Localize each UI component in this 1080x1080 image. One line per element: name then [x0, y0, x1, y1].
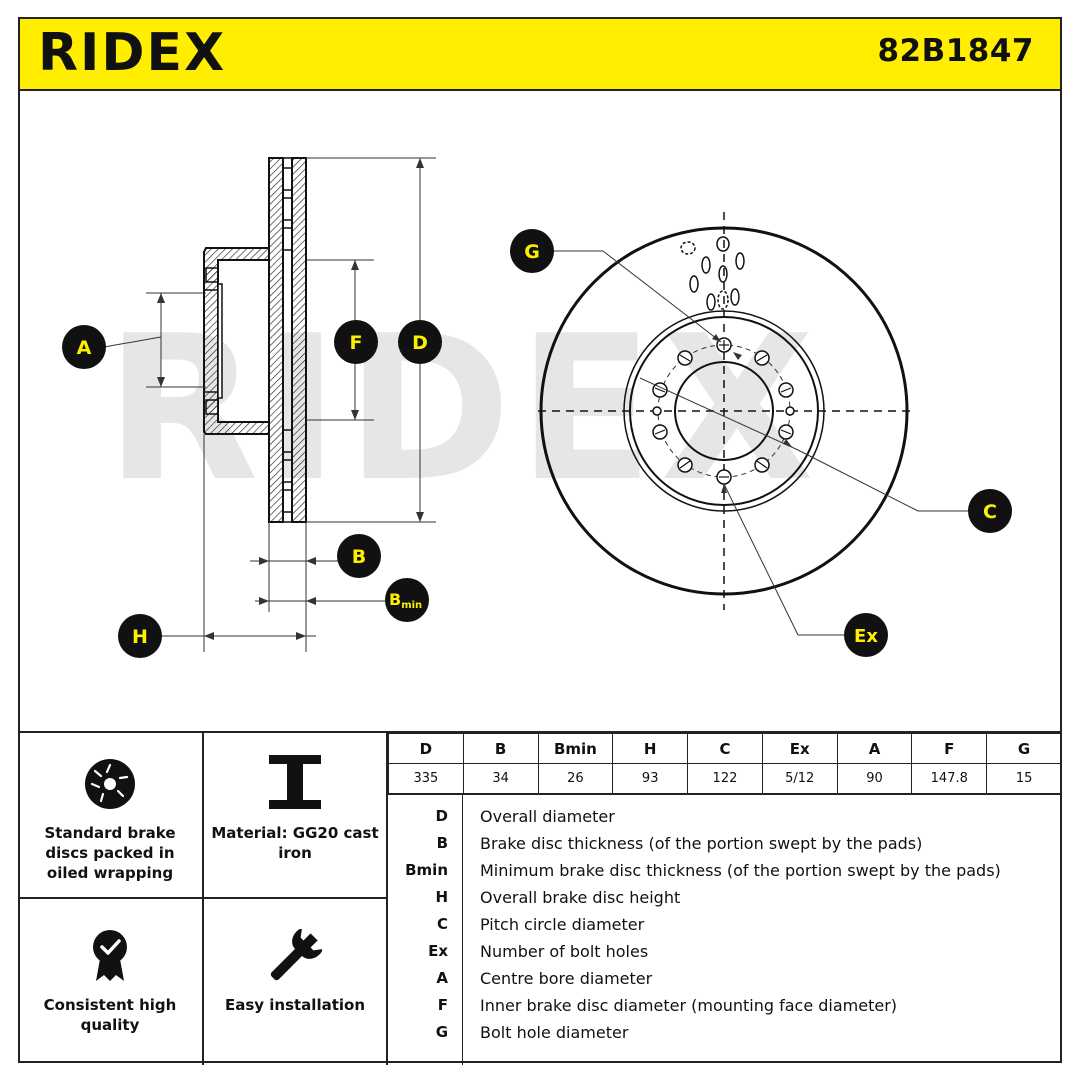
disc-front-view: [538, 212, 910, 610]
legend-item: D Overall diameter: [388, 803, 1062, 830]
spec-value: 93: [612, 763, 689, 794]
legend-key: Bmin: [405, 861, 448, 879]
legend-divider: [462, 795, 463, 1065]
feature-quality: Consistent high quality: [18, 899, 204, 1065]
label-D: D: [398, 320, 442, 364]
spec-value: 15: [986, 763, 1062, 794]
svg-text:Ex: Ex: [854, 626, 878, 647]
svg-text:G: G: [524, 241, 540, 263]
legend-item: H Overall brake disc height: [388, 884, 1062, 911]
spec-value: 34: [462, 763, 539, 794]
legend-text: Centre bore diameter: [480, 969, 653, 988]
feature-installation-text: Easy installation: [224, 996, 366, 1014]
table-separator: [388, 793, 1062, 795]
spec-value: 90: [836, 763, 913, 794]
technical-drawing: RIDEX: [62, 157, 1012, 658]
legend-key: G: [435, 1023, 448, 1041]
legend-item: C Pitch circle diameter: [388, 911, 1062, 938]
svg-text:Bmin: Bmin: [389, 590, 422, 611]
legend-key: C: [436, 915, 448, 933]
specs-table: D B Bmin H C Ex A F G 335 34 26 93 122 5…: [388, 733, 1062, 794]
svg-text:B: B: [352, 546, 366, 568]
legend-text: Brake disc thickness (of the portion swe…: [480, 834, 923, 853]
svg-text:D: D: [412, 332, 428, 354]
legend-text: Bolt hole diameter: [480, 1023, 629, 1042]
spec-header: H: [612, 733, 689, 764]
spec-header: F: [911, 733, 988, 764]
specs-value-row: 335 34 26 93 122 5/12 90 147.8 15: [388, 763, 1062, 794]
header-bar: [18, 17, 1062, 91]
disc-cross-section: [203, 157, 307, 523]
legend-item: B Brake disc thickness (of the portion s…: [388, 830, 1062, 857]
brand-text: RIDEX: [38, 23, 226, 78]
legend-key: Ex: [428, 942, 448, 960]
spec-header: D: [388, 733, 464, 764]
legend-key: D: [435, 807, 448, 825]
spec-value: 26: [537, 763, 614, 794]
legend-item: G Bolt hole diameter: [388, 1019, 1062, 1046]
ridex-logo: RIDEX: [38, 23, 226, 78]
spec-header: G: [986, 733, 1062, 764]
svg-text:C: C: [983, 501, 997, 523]
wrench-icon: [270, 929, 322, 981]
specs-header-row: D B Bmin H C Ex A F G: [388, 733, 1062, 764]
quality-badge-icon: [93, 930, 127, 981]
legend-key: F: [437, 996, 448, 1014]
label-G: G: [510, 229, 554, 273]
feature-packaging-text: Standard brake discs packed in oiled wra…: [44, 824, 176, 882]
svg-text:H: H: [132, 626, 148, 648]
feature-packaging: Standard brake discs packed in oiled wra…: [18, 733, 204, 899]
feature-material: Material: GG20 cast iron: [204, 733, 388, 899]
info-section: Standard brake discs packed in oiled wra…: [18, 731, 1062, 1065]
feature-quality-text: Consistent high quality: [43, 996, 177, 1034]
label-B: B: [337, 534, 381, 578]
disc-icon: [85, 759, 135, 809]
spec-value: 122: [687, 763, 763, 794]
spec-header: C: [687, 733, 763, 764]
feature-installation: Easy installation: [204, 899, 388, 1065]
legend-text: Overall diameter: [480, 807, 615, 826]
svg-text:F: F: [350, 332, 363, 354]
legend-item: A Centre bore diameter: [388, 965, 1062, 992]
legend-key: A: [436, 969, 448, 987]
i-beam-icon: [269, 755, 321, 809]
legend-item: Ex Number of bolt holes: [388, 938, 1062, 965]
spec-value: 5/12: [761, 763, 838, 794]
legend-key: B: [436, 834, 448, 852]
spec-header: B: [462, 733, 539, 764]
svg-text:A: A: [77, 337, 92, 359]
label-H: H: [118, 614, 162, 658]
legend-text: Overall brake disc height: [480, 888, 681, 907]
watermark-text: RIDEX: [105, 293, 820, 526]
spec-value: 147.8: [911, 763, 988, 794]
legend-text: Minimum brake disc thickness (of the por…: [480, 861, 1001, 880]
legend-item: Bmin Minimum brake disc thickness (of th…: [388, 857, 1062, 884]
legend-item: F Inner brake disc diameter (mounting fa…: [388, 992, 1062, 1019]
legend-text: Pitch circle diameter: [480, 915, 645, 934]
label-F: F: [334, 320, 378, 364]
dimension-arrows: [157, 158, 424, 640]
label-Ex: Ex: [844, 613, 888, 657]
label-Bmin: Bmin: [385, 578, 429, 622]
label-C: C: [968, 489, 1012, 533]
spec-header: Ex: [761, 733, 838, 764]
legend-key: H: [435, 888, 448, 906]
feature-material-text: Material: GG20 cast iron: [211, 824, 379, 862]
dimension-legend: D Overall diameter B Brake disc thicknes…: [388, 795, 1062, 1065]
legend-text: Inner brake disc diameter (mounting face…: [480, 996, 898, 1015]
label-A: A: [62, 325, 106, 369]
spec-header: A: [836, 733, 913, 764]
spec-header: Bmin: [537, 733, 614, 764]
leader-lines-front: [550, 250, 968, 636]
part-number: 82B1847: [877, 33, 1034, 69]
spec-value: 335: [388, 763, 464, 794]
legend-text: Number of bolt holes: [480, 942, 649, 961]
